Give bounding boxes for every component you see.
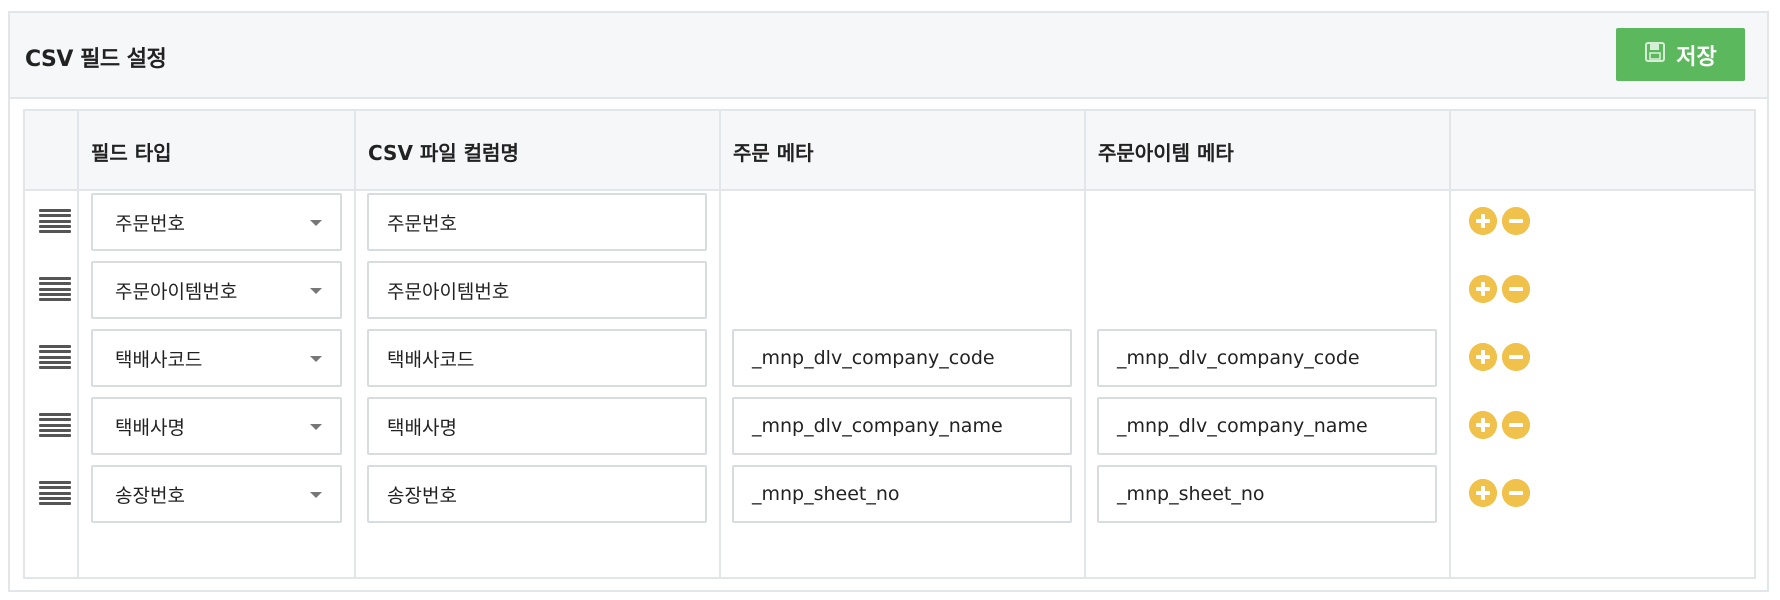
save-button-label: 저장 [1676,44,1717,70]
order-item-meta-input[interactable]: _mnp_sheet_no [1097,465,1437,523]
field-type-select[interactable]: 택배사명 [91,397,342,455]
column-divider [354,111,356,577]
csv-column-value: 택배사코드 [387,348,475,371]
plus-circle-icon[interactable] [1469,479,1497,507]
csv-column-value: 주문아이템번호 [387,280,510,303]
minus-circle-icon[interactable] [1502,207,1530,235]
column-divider [1084,111,1086,577]
panel-title: CSV 필드 설정 [25,47,167,72]
field-type-value: 주문아이템번호 [115,280,238,303]
table-row: 주문번호 주문번호 [25,193,1754,270]
plus-circle-icon[interactable] [1469,411,1497,439]
order-meta-input[interactable]: _mnp_sheet_no [732,465,1072,523]
header-csv-column: CSV 파일 컬럼명 [368,141,519,165]
minus-circle-icon[interactable] [1502,275,1530,303]
csv-column-input[interactable]: 주문아이템번호 [367,261,707,319]
header-order-meta: 주문 메타 [733,141,814,165]
csv-column-value: 송장번호 [387,484,457,507]
csv-column-value: 택배사명 [387,416,457,439]
table-row: 주문아이템번호 주문아이템번호 [25,261,1754,338]
csv-column-input[interactable]: 송장번호 [367,465,707,523]
chevron-down-icon [310,424,322,430]
csv-column-input[interactable]: 주문번호 [367,193,707,251]
order-meta-input[interactable]: _mnp_dlv_company_name [732,397,1072,455]
plus-circle-icon[interactable] [1469,275,1497,303]
order-meta-value: _mnp_sheet_no [752,483,900,505]
drag-handle-icon[interactable] [39,209,71,233]
chevron-down-icon [310,220,322,226]
csv-field-settings-panel: CSV 필드 설정 저장 필드 타입 CSV 파일 컬럼명 주문 메타 주문아이… [8,11,1769,592]
order-meta-value: _mnp_dlv_company_code [752,347,995,369]
minus-circle-icon[interactable] [1502,479,1530,507]
field-type-select[interactable]: 주문아이템번호 [91,261,342,319]
csv-column-input[interactable]: 택배사명 [367,397,707,455]
column-divider [719,111,721,577]
table-row: 송장번호 송장번호 _mnp_sheet_no _mnp_sheet_no [25,465,1754,542]
column-divider [1449,111,1451,577]
field-type-value: 송장번호 [115,484,185,507]
floppy-disk-icon [1644,41,1666,69]
header-order-item-meta: 주문아이템 메타 [1098,141,1234,165]
plus-circle-icon[interactable] [1469,207,1497,235]
order-item-meta-value: _mnp_sheet_no [1117,483,1265,505]
save-button[interactable]: 저장 [1616,28,1745,81]
drag-handle-icon[interactable] [39,481,71,505]
order-meta-value: _mnp_dlv_company_name [752,415,1003,437]
table-row: 택배사코드 택배사코드 _mnp_dlv_company_code _mnp_dlv_… [25,329,1754,406]
field-type-select[interactable]: 택배사코드 [91,329,342,387]
drag-handle-icon[interactable] [39,413,71,437]
order-item-meta-input[interactable]: _mnp_dlv_company_name [1097,397,1437,455]
order-item-meta-value: _mnp_dlv_company_name [1117,415,1368,437]
chevron-down-icon [310,288,322,294]
minus-circle-icon[interactable] [1502,411,1530,439]
minus-circle-icon[interactable] [1502,343,1530,371]
table-row: 택배사명 택배사명 _mnp_dlv_company_name _mnp_dlv_co… [25,397,1754,474]
drag-handle-icon[interactable] [39,277,71,301]
field-type-value: 택배사명 [115,416,185,439]
chevron-down-icon [310,356,322,362]
order-meta-input[interactable]: _mnp_dlv_company_code [732,329,1072,387]
drag-handle-icon[interactable] [39,345,71,369]
csv-column-input[interactable]: 택배사코드 [367,329,707,387]
field-type-value: 주문번호 [115,212,185,235]
header-field-type: 필드 타입 [91,141,172,165]
order-item-meta-input[interactable]: _mnp_dlv_company_code [1097,329,1437,387]
chevron-down-icon [310,492,322,498]
field-type-value: 택배사코드 [115,348,203,371]
plus-circle-icon[interactable] [1469,343,1497,371]
table-header: 필드 타입 CSV 파일 컬럼명 주문 메타 주문아이템 메타 [25,111,1754,191]
column-divider [77,111,79,577]
csv-column-value: 주문번호 [387,212,457,235]
field-type-select[interactable]: 주문번호 [91,193,342,251]
panel-header: CSV 필드 설정 저장 [10,13,1767,99]
order-item-meta-value: _mnp_dlv_company_code [1117,347,1360,369]
field-type-select[interactable]: 송장번호 [91,465,342,523]
